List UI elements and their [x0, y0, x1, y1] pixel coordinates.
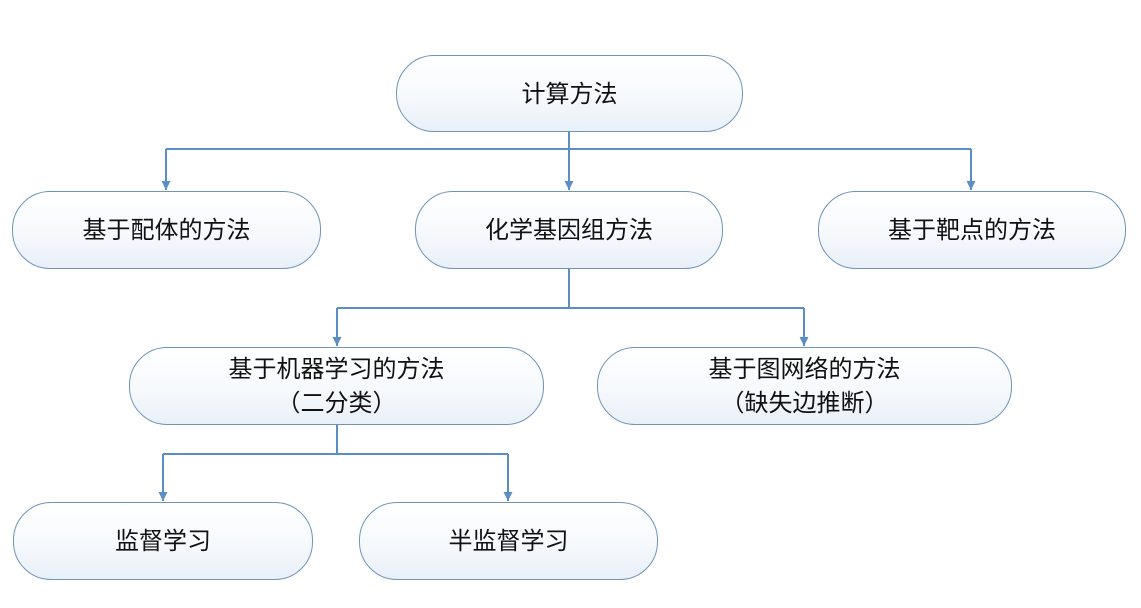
node-chemogenomics: 化学基因组方法 — [415, 191, 723, 269]
node-semi-supervised-learning: 半监督学习 — [359, 502, 658, 580]
node-sublabel: （缺失边推断） — [720, 389, 889, 417]
node-label: 计算方法 — [521, 79, 618, 108]
node-label: 监督学习 — [115, 527, 211, 555]
node-label: 基于靶点的方法 — [888, 216, 1056, 244]
node-label: 半监督学习 — [448, 527, 569, 555]
node-ligand-based: 基于配体的方法 — [12, 191, 321, 269]
node-graph-network: 基于图网络的方法 （缺失边推断） — [597, 347, 1012, 425]
node-machine-learning: 基于机器学习的方法 （二分类） — [129, 347, 544, 425]
node-computational-methods: 计算方法 — [396, 55, 743, 132]
node-label: 基于配体的方法 — [82, 216, 251, 244]
node-label: 基于机器学习的方法 — [228, 355, 445, 383]
node-target-based: 基于靶点的方法 — [818, 191, 1126, 269]
node-label: 化学基因组方法 — [485, 216, 653, 244]
node-label: 基于图网络的方法 — [708, 355, 901, 383]
node-sublabel: （二分类） — [276, 389, 397, 417]
node-supervised-learning: 监督学习 — [13, 502, 313, 580]
